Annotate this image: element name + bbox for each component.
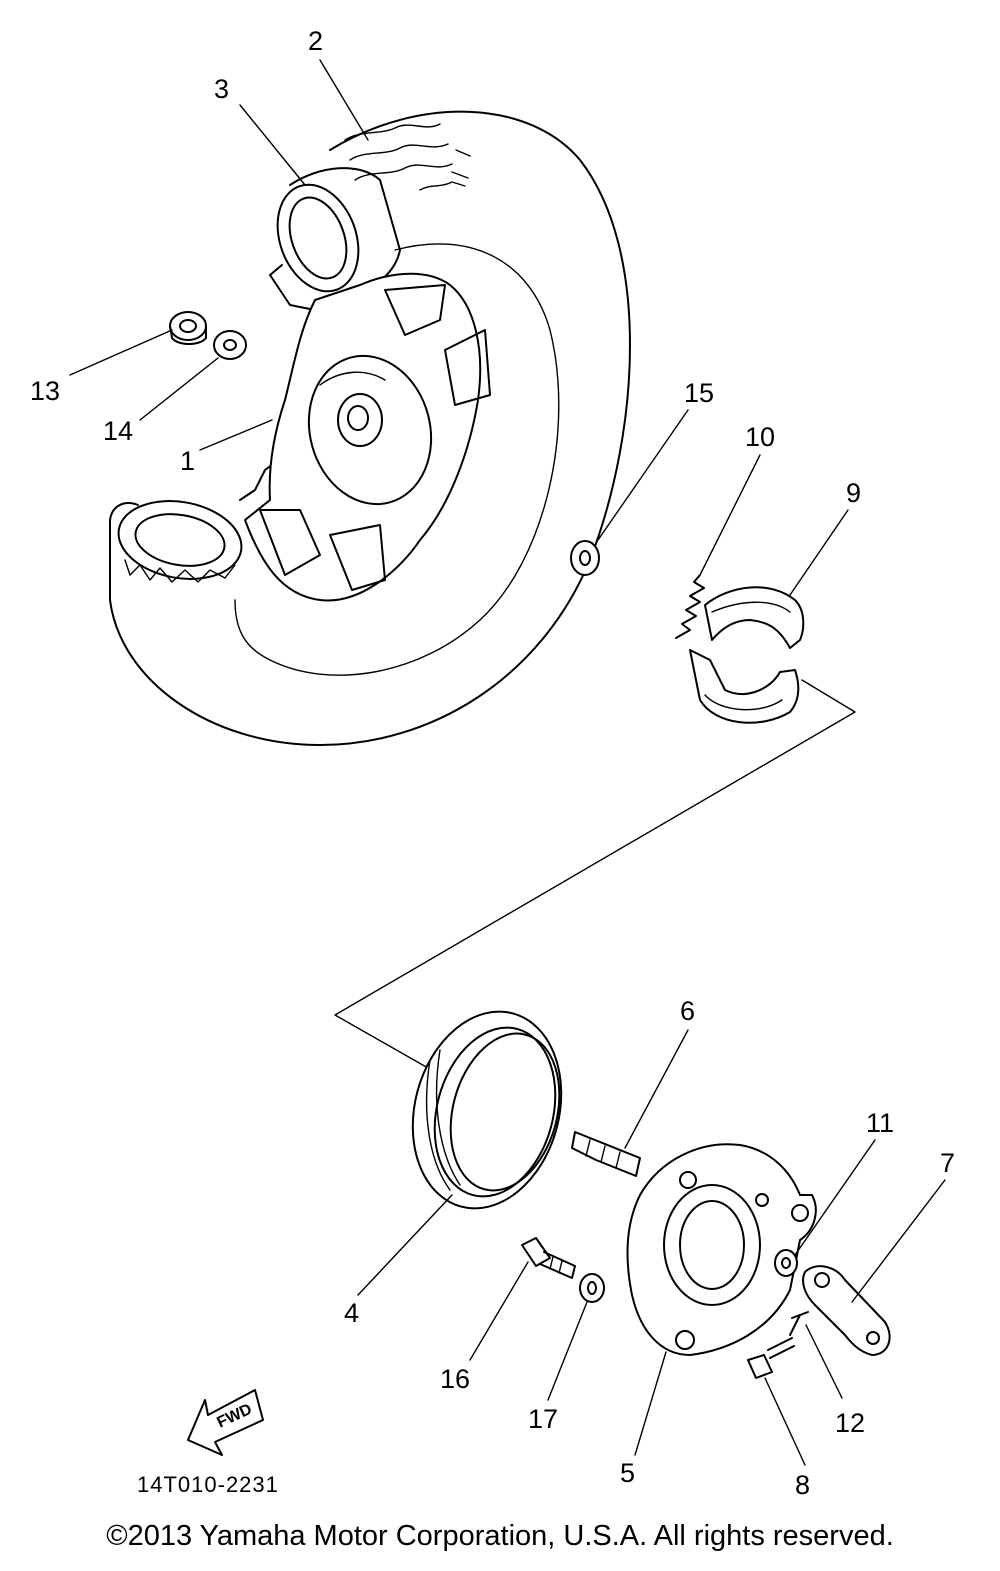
- callout-labels: 2 3 13 14 1 15 10 9 6 11 7 4 16 17 12 5 …: [30, 26, 955, 1500]
- spoke-window-3: [329, 524, 386, 591]
- part-4-seal: [411, 1010, 563, 1210]
- tube-cutaway-lower: [117, 454, 286, 583]
- part-8-bolt: [747, 1337, 795, 1379]
- copyright-notice: ©2013 Yamaha Motor Corporation, U.S.A. A…: [106, 1520, 894, 1552]
- part-6-camshaft: [571, 1131, 641, 1177]
- spoke-window-1: [384, 284, 446, 336]
- callout-6: 6: [680, 996, 695, 1026]
- spoke-window-4: [259, 509, 321, 576]
- tire-tread: [344, 123, 471, 191]
- wheel-hub: [307, 354, 433, 506]
- callout-1: 1: [180, 446, 195, 476]
- part-7-cam-lever: [802, 1265, 891, 1356]
- callout-3: 3: [214, 74, 229, 104]
- part-13-nut: [169, 311, 207, 345]
- tire-sidewall: [234, 243, 560, 676]
- callout-4: 4: [344, 1298, 359, 1328]
- callout-7: 7: [940, 1148, 955, 1178]
- callout-10: 10: [745, 422, 775, 452]
- part-9-brake-shoes: [689, 586, 805, 724]
- callout-16: 16: [440, 1364, 470, 1394]
- tire-outline: [109, 110, 631, 746]
- callout-13: 13: [30, 376, 60, 406]
- spoke-window-2: [444, 329, 491, 406]
- assembly-line: [334, 679, 856, 1073]
- part-11-washer: [774, 1249, 798, 1277]
- part-16-bolt: [521, 1237, 576, 1279]
- callout-9: 9: [846, 478, 861, 508]
- part-5-brake-panel: [626, 1143, 817, 1356]
- part-15-washer: [570, 540, 600, 576]
- leader-lines: [69, 59, 946, 1466]
- callout-12: 12: [835, 1408, 865, 1438]
- part-14-washer: [213, 330, 247, 360]
- callout-15: 15: [684, 378, 714, 408]
- part-10-spring: [675, 574, 705, 639]
- fwd-arrow-icon: FWD: [187, 1389, 264, 1456]
- callout-2: 2: [308, 26, 323, 56]
- callout-8: 8: [795, 1470, 810, 1500]
- wheel-assembly: [109, 110, 631, 746]
- part-12-pin: [789, 1311, 809, 1336]
- part-17-washer: [579, 1273, 605, 1303]
- callout-11: 11: [866, 1108, 894, 1138]
- callout-5: 5: [620, 1458, 635, 1488]
- callout-17: 17: [528, 1404, 558, 1434]
- tube-cutaway-upper: [269, 167, 401, 311]
- diagram-code: 14T010-2231: [137, 1472, 279, 1497]
- callout-14: 14: [103, 416, 133, 446]
